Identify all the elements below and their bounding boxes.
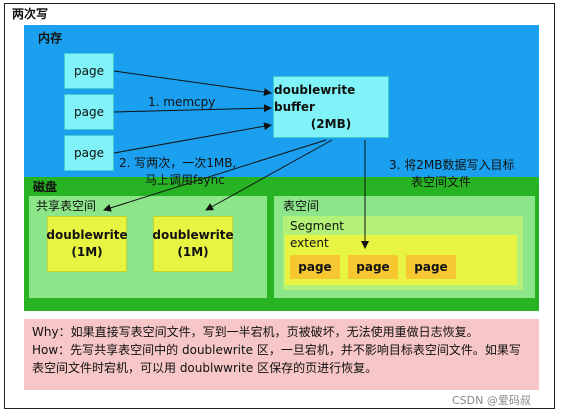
disk-label: 磁盘: [33, 180, 58, 194]
extent-page-2: page: [348, 255, 398, 279]
doublewrite-buffer: doublewrite buffer (2MB): [273, 76, 389, 138]
extent-page-1: page: [290, 255, 340, 279]
note-how: How：先写共享表空间中的 doublewrite 区，一旦宕机，并不影响目标表…: [32, 343, 521, 357]
step-3-label-line1: 3. 将2MB数据写入目标: [389, 158, 515, 172]
doublewrite-name: doublewrite: [46, 228, 128, 242]
tablespace-label: 表空间: [283, 199, 320, 213]
step-2-label-line2: 马上调用fsync: [145, 173, 225, 187]
buffer-name: doublewrite buffer: [274, 82, 356, 114]
shared-tablespace-label: 共享表空间: [36, 199, 97, 213]
memory-label: 内存: [38, 31, 63, 45]
doublewrite-size: (1M): [177, 245, 209, 259]
extent-label: extent: [290, 236, 329, 250]
memory-page-3: page: [64, 135, 114, 171]
extent-page-3: page: [406, 255, 456, 279]
buffer-size: (2MB): [310, 116, 352, 131]
segment-label: Segment: [290, 219, 344, 233]
step-2-label-line1: 2. 写两次，一次1MB,: [119, 156, 237, 170]
doublewrite-area-2: doublewrite (1M): [152, 216, 234, 272]
note-how-cont: 表空间文件时宕机，可以用 doublwwrite 区保存的页进行恢复。: [32, 361, 378, 375]
doublewrite-size: (1M): [71, 245, 103, 259]
explanation-note: Why：如果直接写表空间文件，写到一半宕机，页被破坏，无法使用重做日志恢复。 H…: [24, 319, 539, 390]
memory-page-1: page: [64, 53, 114, 89]
note-why: Why：如果直接写表空间文件，写到一半宕机，页被破坏，无法使用重做日志恢复。: [32, 325, 479, 339]
watermark: CSDN @爱码叔: [452, 394, 531, 407]
doublewrite-area-1: doublewrite (1M): [46, 216, 128, 272]
step-1-label: 1. memcpy: [148, 95, 216, 109]
step-3-label-line2: 表空间文件: [411, 175, 472, 189]
memory-page-2: page: [64, 94, 114, 130]
diagram-title: 两次写: [12, 7, 49, 21]
doublewrite-name: doublewrite: [152, 228, 234, 242]
